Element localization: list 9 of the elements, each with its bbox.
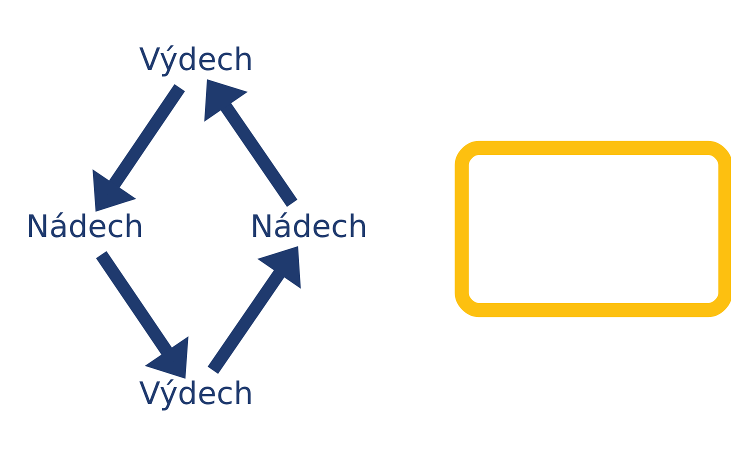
arrow [204, 78, 298, 206]
arrow [208, 246, 301, 374]
node-text: Nádech [250, 208, 368, 244]
arrow [96, 250, 188, 378]
arrow [92, 84, 185, 212]
node-text: Nádech [26, 208, 144, 244]
node-text: Výdech [139, 375, 254, 412]
node-text: Výdech [139, 41, 254, 78]
node-box [454, 140, 731, 317]
